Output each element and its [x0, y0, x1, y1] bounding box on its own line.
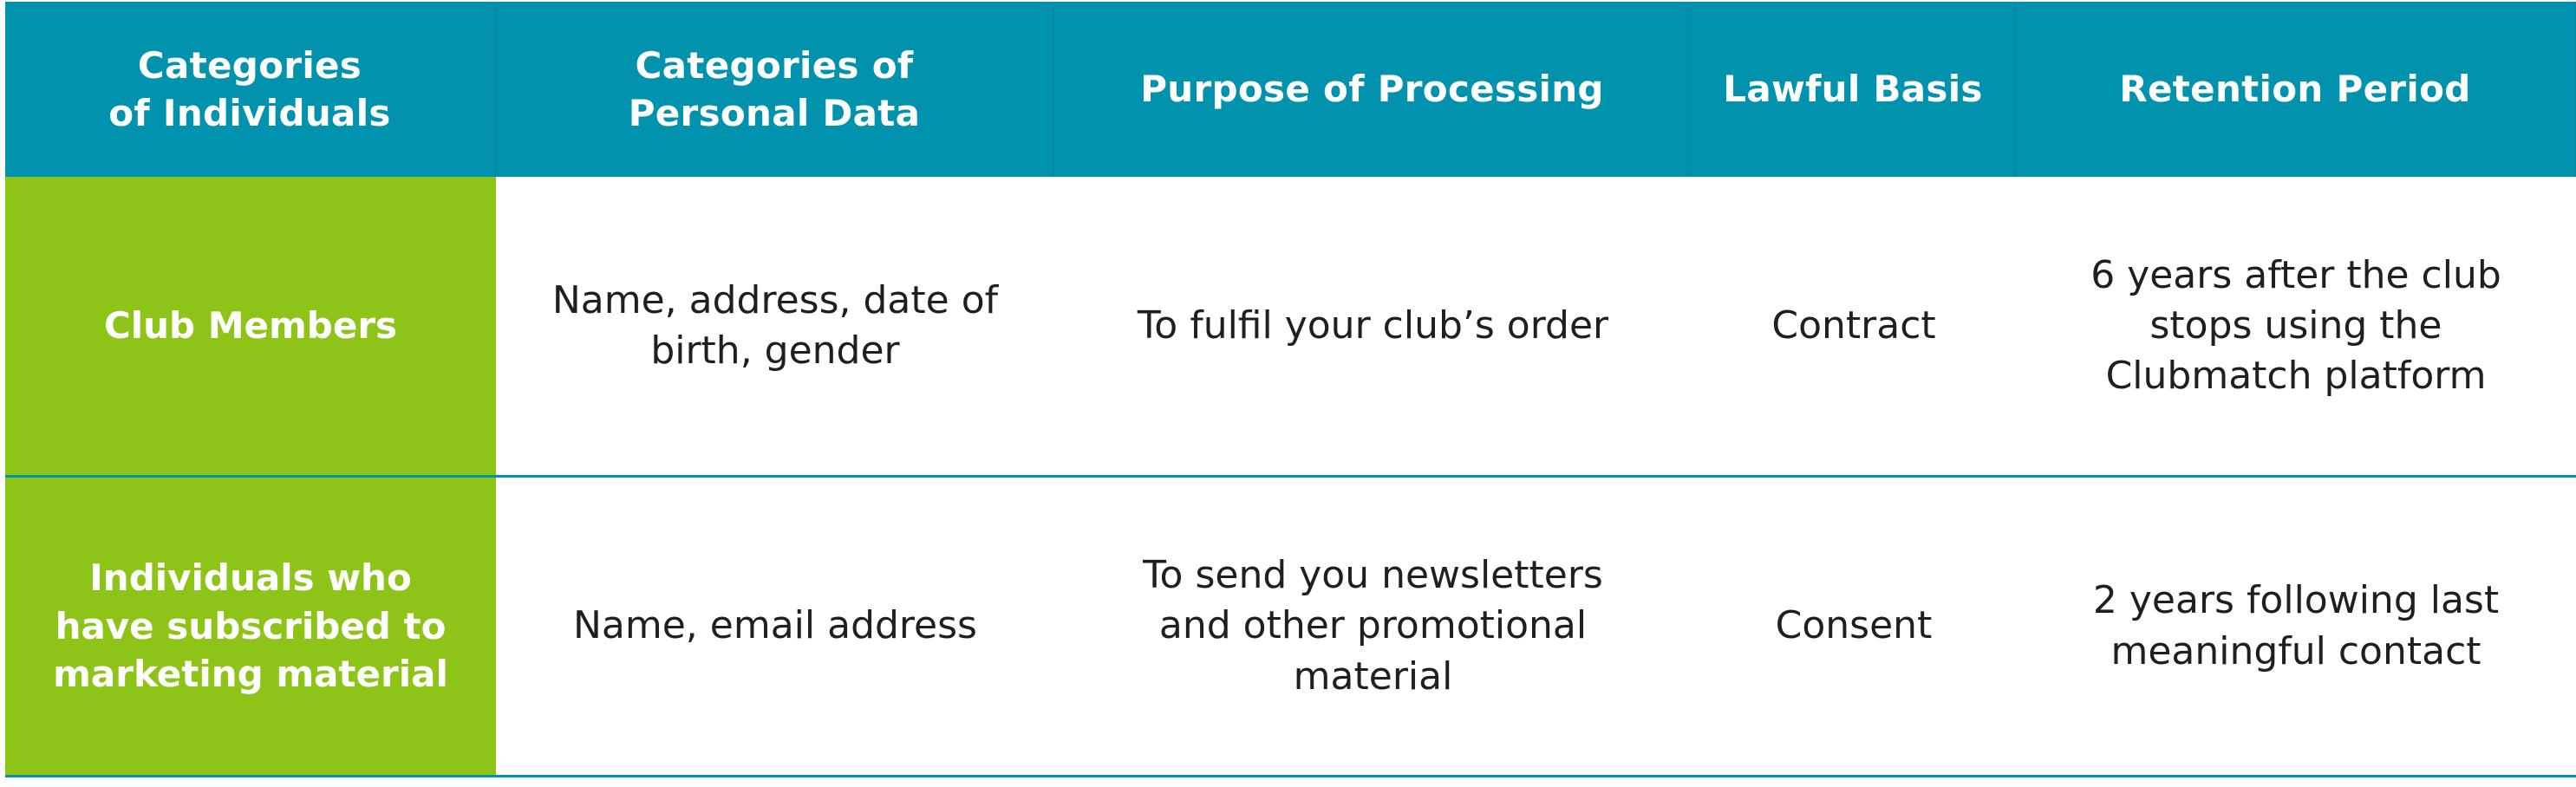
category-label: Club Members: [103, 304, 398, 348]
header-label: Categories of Personal Data: [628, 43, 921, 134]
cell-text: 6 years after the club stops using the C…: [2090, 252, 2501, 399]
header-categories-of-personal-data: Categories of Personal Data: [496, 2, 1054, 177]
row-retention: 6 years after the club stops using the C…: [2016, 177, 2576, 478]
cell-text: Consent: [1775, 603, 1933, 648]
cell-text: Name, address, date of birth, gender: [551, 277, 999, 373]
cell-text: To fulfil your club’s order: [1137, 302, 1609, 348]
row-lawful-basis: Contract: [1692, 177, 2016, 478]
header-label: Categories of Individuals: [108, 43, 391, 134]
row-lawful-basis: Consent: [1692, 478, 2016, 777]
row-category-club-members: Club Members: [5, 177, 496, 478]
row-personal-data: Name, email address: [496, 478, 1054, 777]
header-categories-of-individuals: Categories of Individuals: [5, 2, 496, 177]
cell-text: To send you newsletters and other promot…: [1143, 553, 1603, 699]
row-retention: 2 years following last meaningful contac…: [2016, 478, 2576, 777]
header-label: Lawful Basis: [1723, 68, 1983, 111]
row-category-subscribers: Individuals who have subscribed to marke…: [5, 478, 496, 777]
header-label: Purpose of Processing: [1140, 68, 1604, 111]
header-retention-period: Retention Period: [2016, 2, 2576, 177]
row-purpose: To fulfil your club’s order: [1054, 177, 1692, 478]
data-processing-table: Categories of Individuals Categories of …: [5, 2, 2576, 779]
row-personal-data: Name, address, date of birth, gender: [496, 177, 1054, 478]
cell-text: 2 years following last meaningful contac…: [2092, 578, 2500, 673]
category-label: Individuals who have subscribed to marke…: [53, 556, 448, 696]
cell-text: Contract: [1771, 302, 1936, 348]
row-purpose: To send you newsletters and other promot…: [1054, 478, 1692, 777]
header-lawful-basis: Lawful Basis: [1692, 2, 2016, 177]
cell-text: Name, email address: [573, 603, 977, 648]
header-label: Retention Period: [2119, 68, 2471, 111]
header-purpose-of-processing: Purpose of Processing: [1054, 2, 1692, 177]
